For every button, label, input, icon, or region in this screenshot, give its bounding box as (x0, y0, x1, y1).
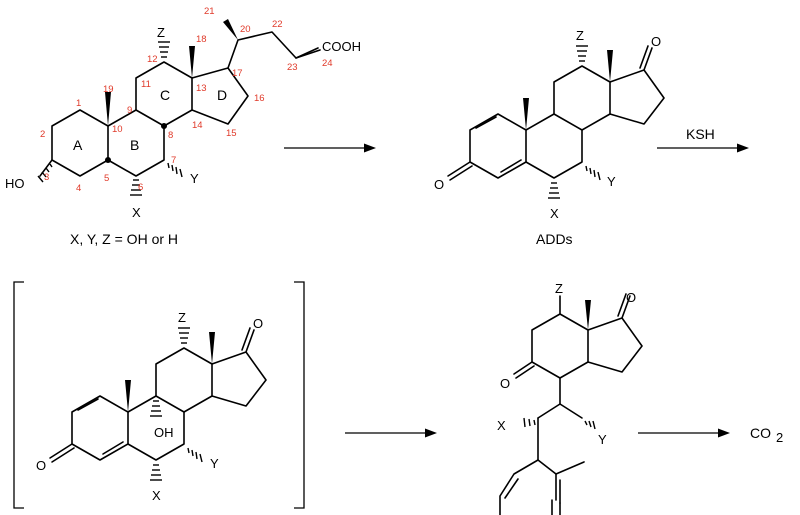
atom-y: Y (210, 456, 219, 471)
carbon-number-23: 23 (287, 62, 298, 73)
carbon-number-18: 18 (196, 34, 207, 45)
carbon-number-13: 13 (196, 83, 207, 94)
co2-subscript: 2 (776, 430, 783, 445)
carbon-number-19: 19 (103, 84, 114, 95)
co2-formula: CO (750, 425, 771, 441)
carbon-number-4: 4 (76, 183, 81, 194)
enzyme-label-ksh: KSH (686, 126, 715, 142)
carbon-number-7: 7 (171, 155, 176, 166)
atom-o-3-ketone: O (36, 458, 46, 473)
ring-label-a: A (73, 137, 83, 153)
carbon-number-12: 12 (147, 54, 158, 65)
hydroxy-intermediate-structure: O O OH Z X Y (36, 310, 267, 503)
bile-acid-structure: HO X Y Z COOH A B C D 1 2 3 4 5 6 7 8 9 … (5, 6, 361, 247)
carbon-number-6: 6 (138, 182, 143, 193)
seco-steroid-structure: Z O O X Y (497, 281, 643, 515)
carbon-number-21: 21 (204, 6, 215, 17)
carbon-number-14: 14 (192, 120, 203, 131)
carbon-number-22: 22 (272, 19, 283, 30)
arrow-step-4 (638, 428, 730, 438)
atom-z: Z (157, 25, 165, 40)
atom-o-17-ketone: O (626, 290, 636, 305)
atom-y: Y (607, 174, 616, 189)
atom-o-ketone: O (500, 376, 510, 391)
atom-x: X (497, 418, 506, 433)
carbon-number-17: 17 (232, 68, 243, 79)
carbon-number-16: 16 (254, 93, 265, 104)
atom-y: Y (598, 432, 607, 447)
ring-label-c: C (160, 87, 170, 103)
carbon-number-5: 5 (104, 173, 109, 184)
substituent-caption: X, Y, Z = OH or H (70, 231, 178, 247)
co2-product: CO 2 (750, 425, 783, 445)
atom-z: Z (555, 281, 563, 296)
atom-z: Z (178, 310, 186, 325)
carbon-number-15: 15 (226, 128, 237, 139)
atom-ho: HO (5, 176, 25, 191)
atom-x: X (152, 488, 161, 503)
arrow-step-2: KSH (657, 126, 749, 153)
adds-structure: O O Z X Y ADDs (434, 28, 665, 247)
carbon-number-9: 9 (127, 105, 132, 116)
carbon-number-1: 1 (76, 98, 81, 109)
atom-o-3-ketone: O (434, 177, 444, 192)
carbon-numbers: 1 2 3 4 5 6 7 8 9 10 11 12 13 14 15 16 1… (40, 6, 333, 194)
atom-o-17-ketone: O (651, 34, 661, 49)
atom-o-17-ketone: O (253, 316, 263, 331)
atom-y: Y (190, 171, 199, 186)
atom-cooh: COOH (322, 39, 361, 54)
ring-label-d: D (217, 87, 227, 103)
carbon-number-11: 11 (141, 79, 151, 90)
ring-label-b: B (130, 137, 139, 153)
carbon-number-20: 20 (240, 24, 251, 35)
atom-oh: OH (154, 425, 174, 440)
arrow-step-3 (345, 428, 437, 438)
arrow-step-1 (284, 143, 376, 153)
carbon-number-3: 3 (44, 172, 49, 183)
adds-caption: ADDs (536, 231, 573, 247)
intermediate-bracket (13, 281, 305, 509)
atom-z: Z (576, 28, 584, 43)
carbon-number-24: 24 (322, 58, 333, 69)
atom-x: X (132, 205, 141, 220)
carbon-number-8: 8 (168, 130, 173, 141)
carbon-number-2: 2 (40, 129, 45, 140)
carbon-number-10: 10 (112, 124, 123, 135)
atom-x: X (550, 206, 559, 221)
